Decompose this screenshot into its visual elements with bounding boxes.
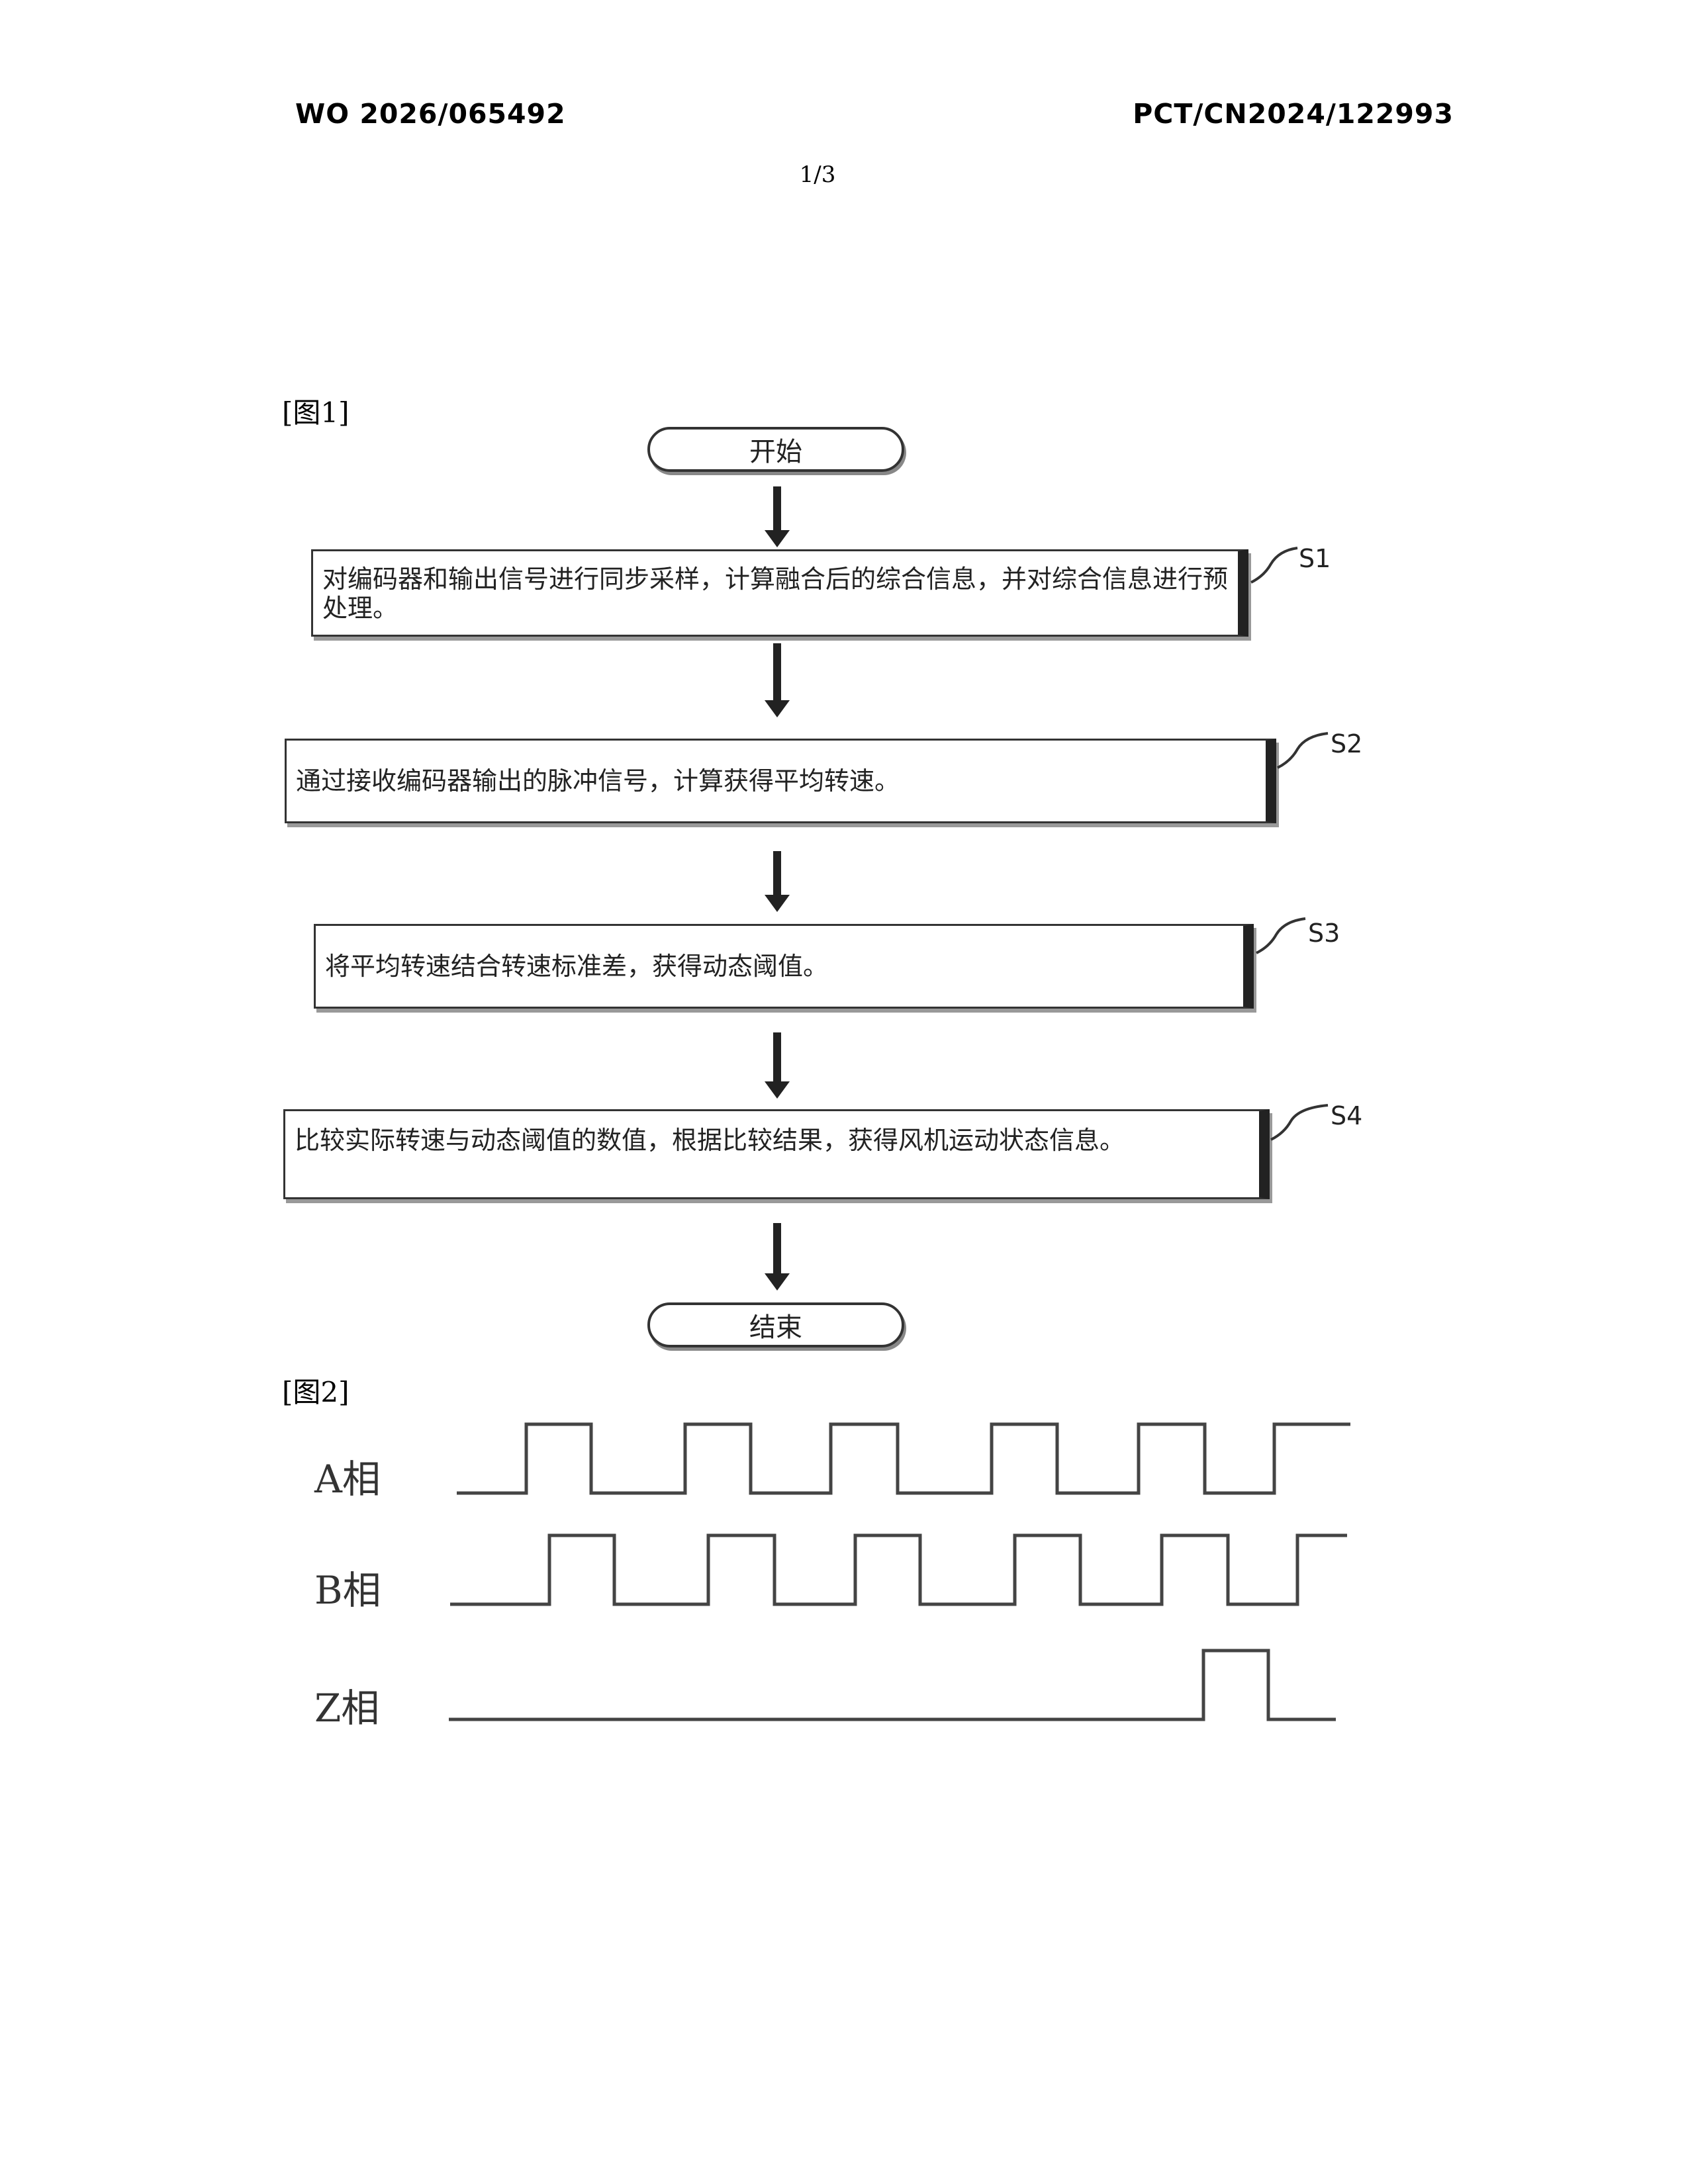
step-s4-leader [1271,1105,1328,1140]
phase-b-waveform [450,1535,1347,1604]
step-s2-leader [1278,733,1328,768]
step-s1-leader [1251,548,1297,582]
step-s3-leader [1256,919,1305,953]
phase-a-waveform [457,1424,1350,1493]
phase-z-waveform [449,1651,1336,1719]
